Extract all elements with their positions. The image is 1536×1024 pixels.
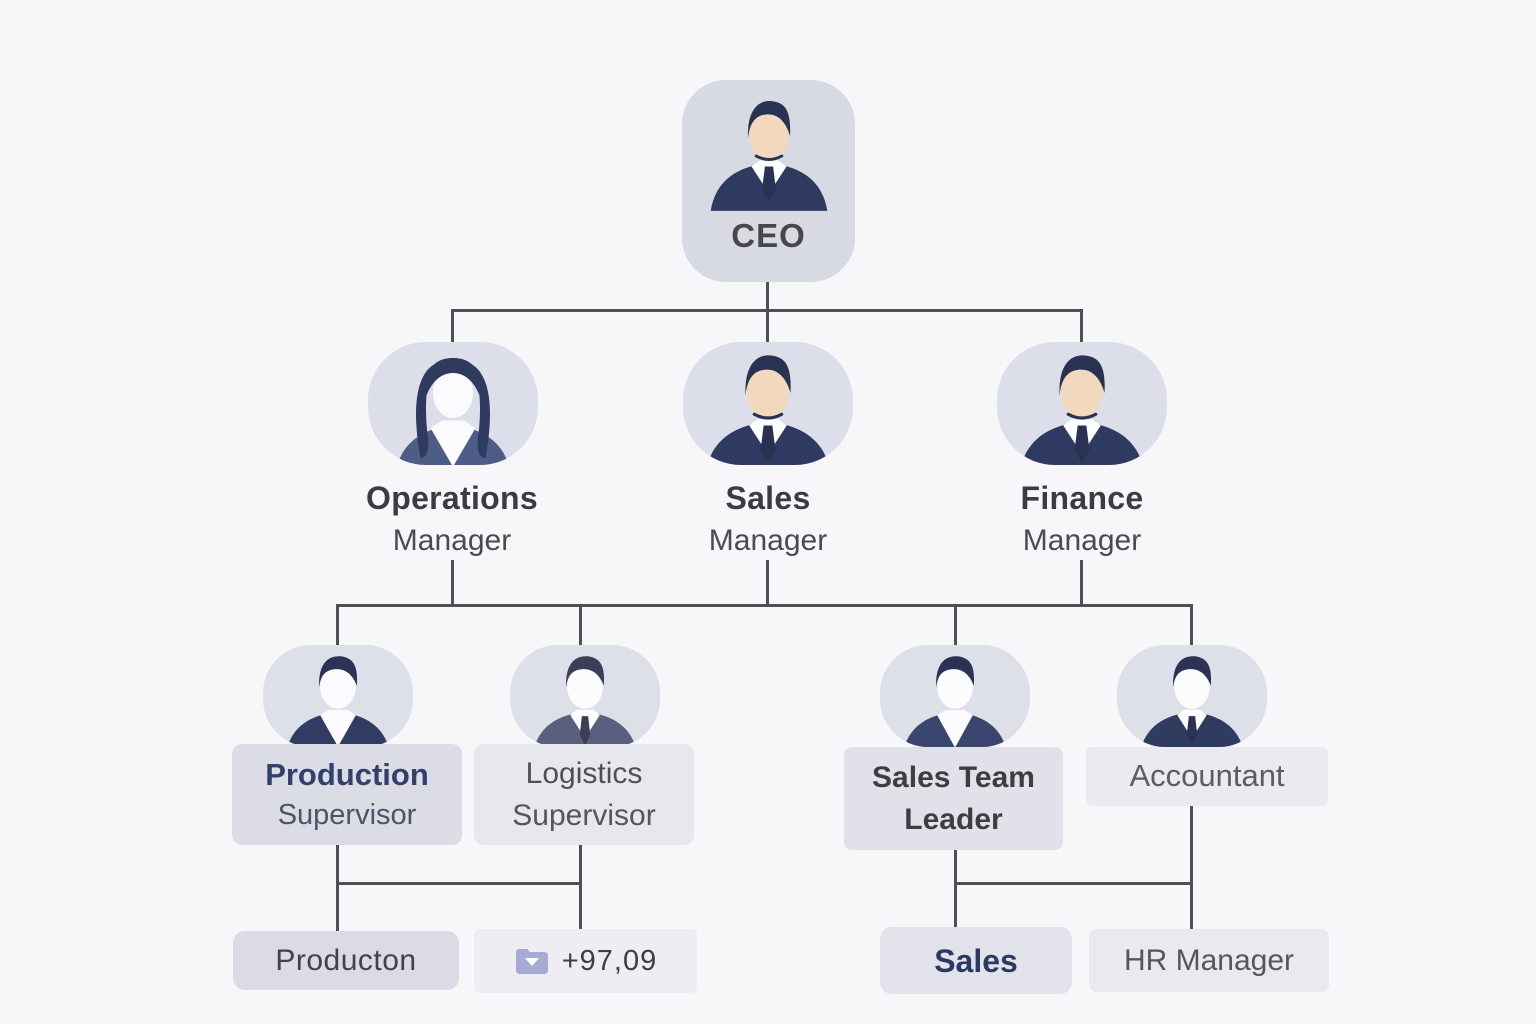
connector-line (1190, 806, 1193, 931)
male-avatar-icon (710, 101, 827, 211)
ceo-label: CEO (731, 217, 806, 254)
sales-manager-label: Sales Manager (708, 480, 828, 557)
connector-line (766, 281, 769, 311)
connector-line (954, 604, 957, 647)
connector-line (1080, 309, 1083, 344)
connector-line (336, 845, 339, 933)
node-logistics-supervisor: Logistics Supervisor (474, 744, 694, 845)
node-production-unit: Producton (233, 931, 459, 990)
metric-value: +97,09 (561, 944, 658, 977)
male-avatar-icon (1021, 355, 1143, 465)
connector-line (336, 882, 582, 885)
connector-line (766, 560, 769, 607)
connector-line (1190, 604, 1193, 649)
operations-manager-label: Operations Manager (366, 480, 538, 557)
node-sales-manager (683, 342, 853, 465)
connector-line (1080, 560, 1083, 607)
node-production-supervisor-avatar (263, 645, 413, 747)
male-avatar-icon (534, 656, 636, 747)
node-accountant-avatar (1117, 645, 1267, 747)
folder-download-icon (515, 949, 548, 974)
node-sales-team-leader-avatar (880, 645, 1030, 747)
connector-line (954, 882, 1193, 885)
connector-line (336, 604, 1193, 607)
node-metric-box: +97,09 (474, 929, 697, 993)
node-hr-manager: HR Manager (1089, 929, 1329, 992)
male-avatar-icon (287, 656, 389, 747)
connector-line (954, 850, 957, 930)
node-sales-unit: Sales (880, 927, 1072, 994)
connector-line (579, 604, 582, 647)
finance-manager-label: Finance Manager (1020, 480, 1144, 557)
male-avatar-icon (904, 656, 1006, 747)
node-accountant: Accountant (1086, 747, 1328, 806)
connector-line (451, 560, 454, 607)
male-avatar-icon (1141, 656, 1243, 747)
connector-line (766, 309, 769, 344)
node-ceo: CEO (682, 80, 855, 282)
connector-line (579, 845, 582, 931)
node-logistics-supervisor-avatar (510, 645, 660, 747)
connector-line (451, 309, 454, 344)
connector-line (336, 604, 339, 647)
node-sales-team-leader: Sales Team Leader (844, 747, 1063, 850)
female-avatar-icon (397, 358, 509, 465)
node-operations-manager (368, 342, 538, 465)
node-production-supervisor: Production Supervisor (232, 744, 462, 845)
node-finance-manager (997, 342, 1167, 465)
male-avatar-icon (707, 355, 829, 465)
